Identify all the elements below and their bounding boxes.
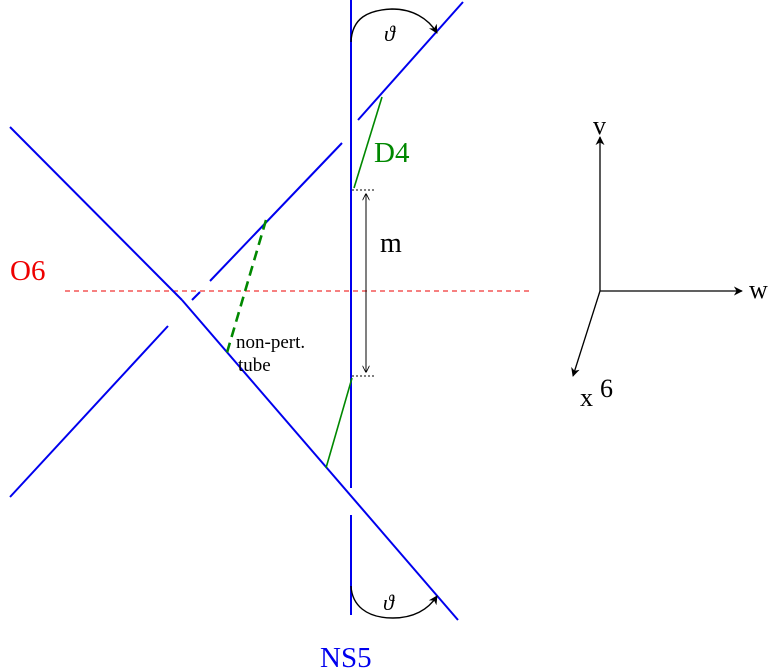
ns5-prime-brane-descending-lower xyxy=(181,299,459,621)
axis-v-label: v xyxy=(593,111,606,140)
ns5-label: NS5 xyxy=(320,642,372,672)
d4-label: D4 xyxy=(374,137,410,169)
theta-arc-top xyxy=(350,8,438,43)
theta-arc-bottom xyxy=(350,585,438,619)
axis-x6-arrow xyxy=(571,290,601,377)
ns5-prime-brane-ascending-upper xyxy=(357,1,464,121)
theta-label-bottom: ϑ xyxy=(383,590,395,615)
axis-x-sub-label: 6 xyxy=(600,374,613,403)
d4-brane-lower xyxy=(325,377,353,469)
d4-brane-upper xyxy=(353,96,383,189)
m-label: m xyxy=(380,228,402,259)
ns5-prime-brane-ascending-middle-b xyxy=(209,142,343,282)
ns5-prime-brane-ascending-lower xyxy=(9,325,169,498)
o6-label: O6 xyxy=(10,255,45,287)
axis-w-label: w xyxy=(749,275,768,304)
non-pert-tube-line xyxy=(224,219,268,357)
axis-x-label: x xyxy=(580,383,593,412)
ns5-prime-brane-descending-upper xyxy=(9,126,183,301)
tube-label-line1: non-pert. xyxy=(236,332,305,353)
ns5-prime-brane-ascending-middle-a xyxy=(191,291,201,301)
theta-label-top: ϑ xyxy=(384,21,396,46)
tube-label-line2: tube xyxy=(238,355,271,376)
